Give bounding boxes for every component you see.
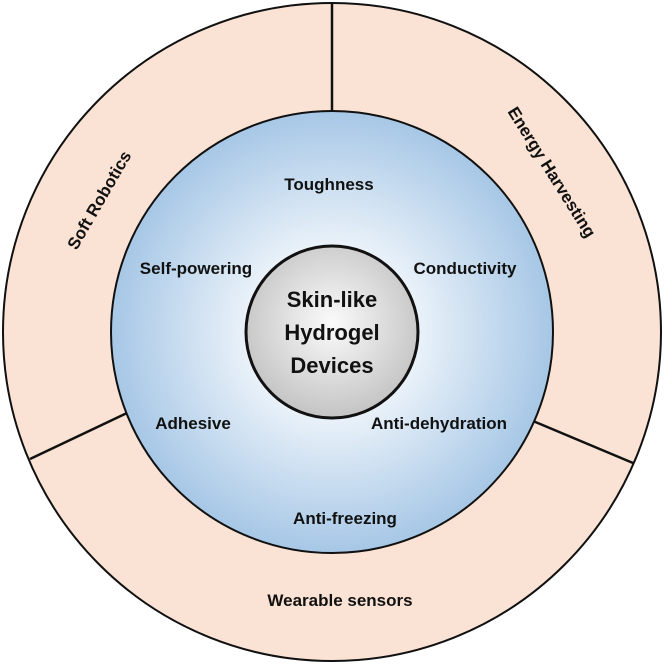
core-circle [244,244,420,420]
property-anti-dehydration: Anti-dehydration [371,414,507,433]
divider-left [29,411,128,461]
divider-right [532,419,634,465]
core-line-1: Skin-like [287,287,377,312]
application-wearable-sensors: Wearable sensors [267,591,412,610]
property-anti-freezing: Anti-freezing [293,509,397,528]
property-conductivity: Conductivity [414,259,517,278]
core-line-2: Hydrogel [284,320,379,345]
core-line-3: Devices [290,353,373,378]
property-adhesive: Adhesive [155,414,231,433]
property-toughness: Toughness [284,175,373,194]
property-self-powering: Self-powering [140,259,252,278]
